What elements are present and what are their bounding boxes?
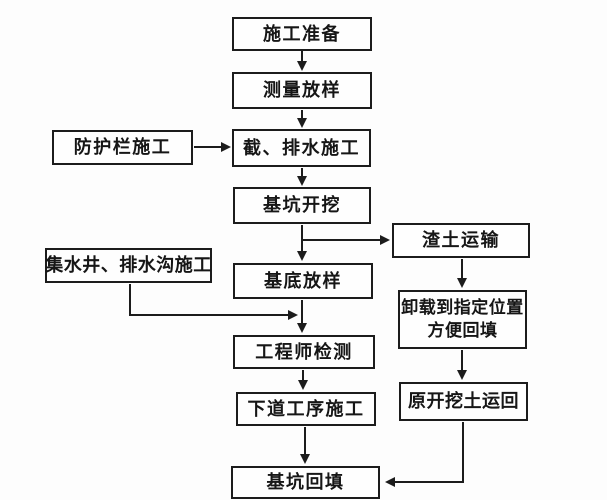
node-label: 基坑回填 bbox=[266, 472, 345, 493]
edge-return-backfill bbox=[385, 422, 464, 487]
flow-node-interception-drainage: 截、排水施工 bbox=[232, 129, 371, 167]
node-label-line2: 方便回填 bbox=[427, 320, 498, 340]
flow-node-pit-excavation: 基坑开挖 bbox=[233, 187, 371, 224]
flow-node-muck-transport: 渣土运输 bbox=[392, 223, 530, 258]
node-label: 防护栏施工 bbox=[73, 137, 172, 158]
flow-node-sump-drain-ditch: 集水井、排水沟施工 bbox=[45, 248, 212, 283]
node-label: 测量放样 bbox=[263, 80, 341, 101]
node-label: 施工准备 bbox=[263, 23, 341, 44]
flow-node-excavated-soil-return: 原开挖土运回 bbox=[399, 382, 528, 421]
node-label: 渣土运输 bbox=[422, 230, 500, 251]
flow-node-construction-preparation: 施工准备 bbox=[232, 17, 372, 51]
flow-node-survey-setting-out: 测量放样 bbox=[232, 72, 372, 109]
node-label: 截、排水施工 bbox=[243, 137, 360, 158]
node-label: 原开挖土运回 bbox=[408, 391, 519, 412]
node-label: 工程师检测 bbox=[255, 341, 353, 362]
flow-node-unload-designated-spot: 卸载到指定位置 方便回填 bbox=[398, 290, 527, 349]
node-label: 基底放样 bbox=[264, 270, 342, 291]
flow-node-next-process: 下道工序施工 bbox=[236, 392, 376, 426]
node-label-line1: 卸载到指定位置 bbox=[401, 297, 524, 317]
edge-sump-inspection bbox=[129, 284, 298, 320]
flow-node-base-setting-out: 基底放样 bbox=[233, 263, 373, 299]
node-label: 集水井、排水沟施工 bbox=[45, 255, 212, 276]
flow-node-guardrail-construction: 防护栏施工 bbox=[52, 130, 193, 165]
flow-node-engineer-inspection: 工程师检测 bbox=[233, 335, 375, 369]
node-label: 下道工序施工 bbox=[247, 398, 365, 419]
flow-node-pit-backfill: 基坑回填 bbox=[231, 466, 380, 499]
node-label: 基坑开挖 bbox=[263, 195, 341, 216]
